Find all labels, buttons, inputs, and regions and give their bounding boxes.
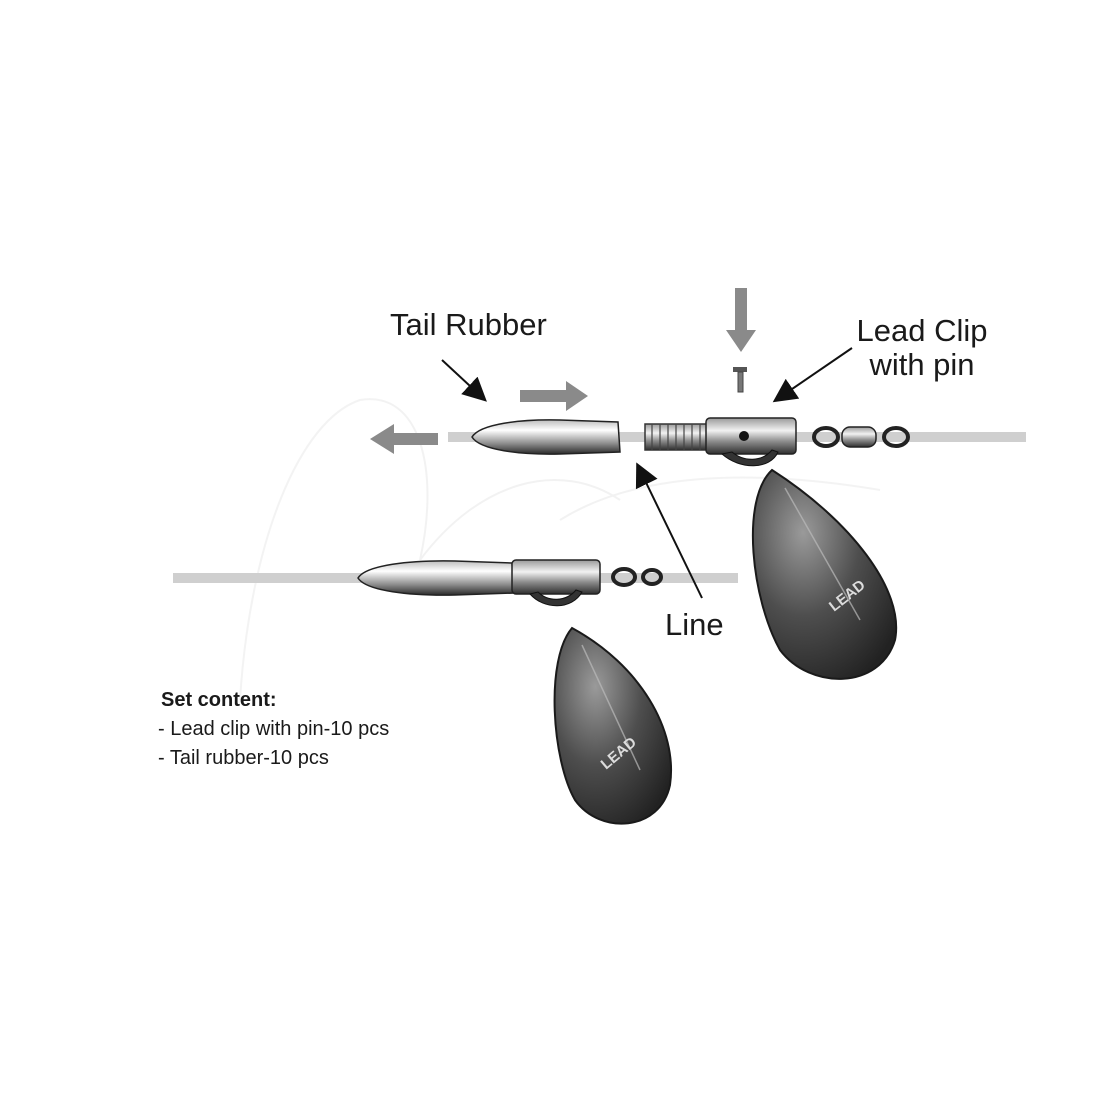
- callout-pointers: [441, 347, 853, 599]
- bottom-lead-weight: [553, 626, 672, 825]
- lead-clip-label-line2: with pin: [869, 347, 975, 382]
- top-lead-weight: [751, 468, 898, 680]
- top-rig: LEAD: [448, 417, 1026, 680]
- top-clip-body: [705, 417, 797, 455]
- watermark: [239, 398, 881, 701]
- line-pointer: [635, 462, 703, 599]
- bottom-swivel: [611, 567, 663, 587]
- set-content: Set content: - Lead clip with pin-10 pcs…: [158, 686, 389, 773]
- tail-rubber-pointer: [441, 359, 487, 402]
- set-content-list: - Lead clip with pin-10 pcs - Tail rubbe…: [158, 715, 389, 773]
- set-content-title: Set content:: [161, 689, 277, 711]
- lead-clip-label: Lead Clip with pin: [842, 314, 1002, 382]
- tail-rubber-label: Tail Rubber: [390, 307, 547, 342]
- pin-icon: [733, 367, 747, 393]
- bottom-clip-hook: [529, 589, 583, 607]
- lead-clip-label-line1: Lead Clip: [856, 313, 988, 348]
- lead-clip-pointer: [772, 347, 853, 403]
- top-swivel: [812, 426, 910, 448]
- bottom-clip-body: [511, 559, 601, 595]
- top-tail-rubber: [471, 419, 621, 455]
- top-clip-hook: [720, 449, 779, 467]
- set-content-item: - Tail rubber-10 pcs: [158, 747, 329, 769]
- direction-arrows: [370, 288, 756, 454]
- bottom-tail-rubber: [357, 560, 515, 596]
- top-pin-hole: [739, 431, 749, 441]
- bottom-rig: LEAD: [173, 559, 738, 825]
- down-arrow-icon: [726, 288, 756, 352]
- set-content-item: - Lead clip with pin-10 pcs: [158, 718, 390, 740]
- left-arrow-icon: [370, 424, 438, 454]
- right-arrow-icon: [520, 381, 588, 411]
- line-label: Line: [665, 607, 724, 642]
